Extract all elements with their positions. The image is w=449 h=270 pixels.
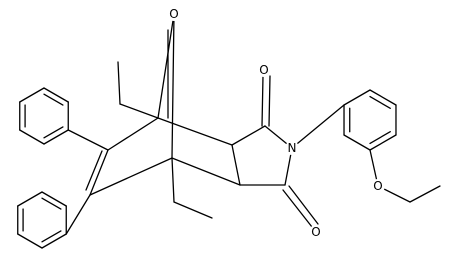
double-bond: [268, 75, 271, 127]
core-bond: [157, 13, 175, 119]
ethoxy-bond: [409, 185, 441, 203]
carbonyl-oxygen-lower-label: O: [311, 225, 320, 239]
phenyl-upper-bond-inner: [43, 93, 64, 106]
imide-nitrogen-label: N: [288, 141, 297, 155]
bond-layer: [17, 13, 441, 249]
aryl-ring-bond-inner: [369, 95, 391, 109]
core-bond: [173, 201, 213, 219]
atom-bridge-oxygen: O: [167, 7, 181, 21]
bridge-oxygen-label: O: [169, 7, 178, 21]
phenyl-lower-bond-inner: [41, 230, 62, 243]
phenyl-lower-bond: [41, 191, 67, 207]
core-bond: [231, 144, 241, 186]
double-bond: [261, 75, 264, 127]
double-bond: [85, 150, 103, 191]
aryl-ring-bond: [343, 89, 371, 106]
core-bond: [89, 157, 173, 196]
double-bond: [288, 185, 319, 225]
core-bond: [171, 13, 175, 159]
aryl-ring-bond: [343, 134, 371, 151]
core-bond: [171, 157, 241, 186]
phenyl-upper-bond: [43, 87, 69, 103]
phenyl-upper-bond: [19, 87, 45, 103]
ether-oxygen-label: O: [373, 179, 382, 193]
core-bond: [171, 157, 175, 203]
phenyl-upper-link: [67, 129, 109, 151]
core-bond: [89, 149, 109, 196]
atom-ether-oxygen: O: [371, 179, 385, 193]
double-bond: [282, 189, 313, 228]
atom-carbonyl-oxygen-lower: O: [309, 225, 323, 239]
atom-imide-nitrogen: N: [285, 141, 299, 155]
atom-carbonyl-oxygen-upper: O: [257, 63, 271, 77]
aryl-ring-bond-inner: [369, 131, 391, 145]
phenyl-upper-bond-inner: [43, 126, 64, 139]
core-bond: [231, 125, 266, 146]
phenyl-lower-bond: [17, 191, 43, 207]
phenyl-lower-bond-inner: [41, 197, 62, 210]
aryl-ring-bond: [369, 89, 397, 106]
core-bond: [119, 103, 159, 119]
core-bond: [107, 117, 159, 151]
phenyl-lower-link: [65, 194, 91, 235]
aryl-link: [291, 104, 345, 149]
phenyl-lower-bond: [17, 233, 43, 249]
phenyl-upper-bond: [43, 129, 69, 145]
core-bond: [157, 117, 233, 146]
phenyl-upper-bond: [19, 129, 45, 145]
aryl-ring-bond: [369, 134, 397, 151]
phenyl-lower-bond: [41, 233, 67, 249]
core-bond: [117, 61, 121, 105]
carbonyl-oxygen-upper-label: O: [259, 63, 268, 77]
